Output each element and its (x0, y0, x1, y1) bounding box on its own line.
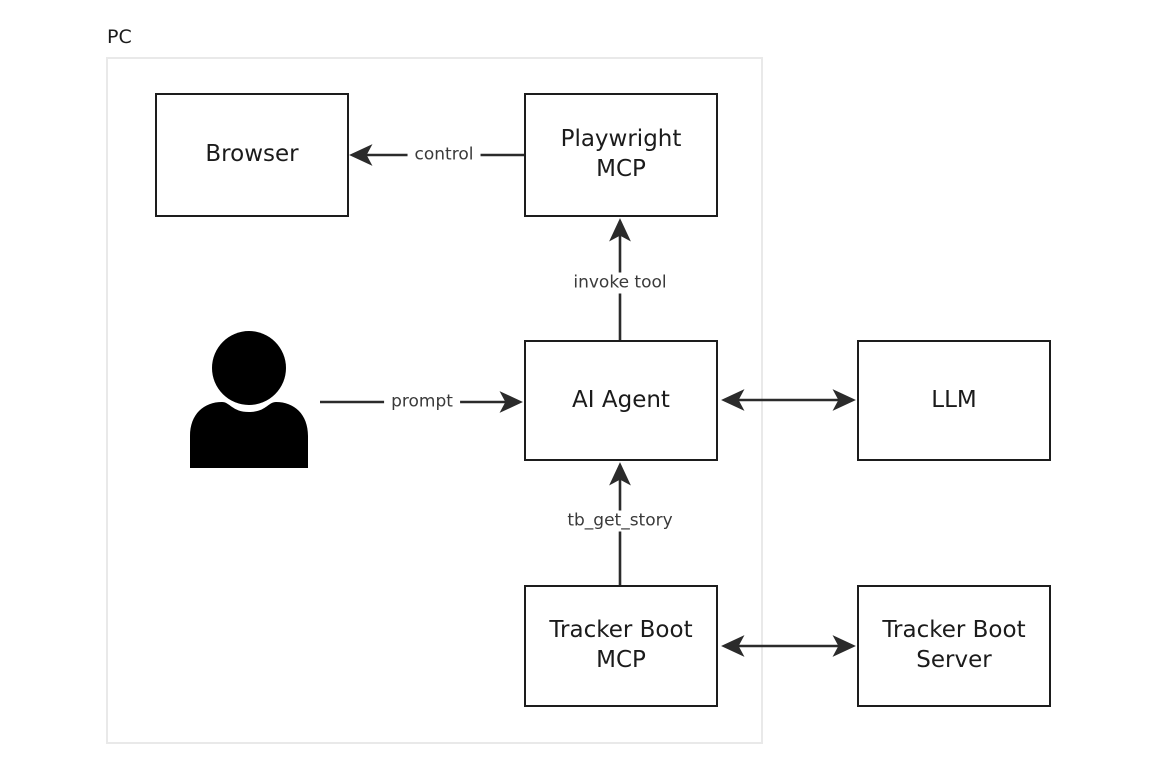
edge-label-tb-get-story: tb_get_story (560, 510, 680, 532)
node-ai-agent-label: AI Agent (572, 386, 670, 413)
edge-label-invoke-tool: invoke tool (566, 272, 674, 294)
edge-label-prompt: prompt (384, 391, 460, 413)
node-tracker-boot-mcp[interactable]: Tracker Boot MCP (524, 585, 718, 707)
node-llm[interactable]: LLM (857, 340, 1051, 461)
node-playwright-mcp[interactable]: Playwright MCP (524, 93, 718, 217)
node-llm-label: LLM (931, 386, 977, 413)
pc-group-label: PC (107, 26, 132, 48)
node-tracker-boot-mcp-label: Tracker Boot MCP (549, 617, 693, 673)
node-playwright-mcp-label: Playwright MCP (560, 126, 682, 182)
node-browser[interactable]: Browser (155, 93, 349, 217)
node-tracker-boot-server-label: Tracker Boot Server (882, 617, 1026, 673)
edge-label-control: control (407, 144, 481, 166)
node-tracker-boot-server[interactable]: Tracker Boot Server (857, 585, 1051, 707)
node-browser-label: Browser (205, 141, 299, 168)
user-person-icon (188, 330, 310, 468)
node-ai-agent[interactable]: AI Agent (524, 340, 718, 461)
